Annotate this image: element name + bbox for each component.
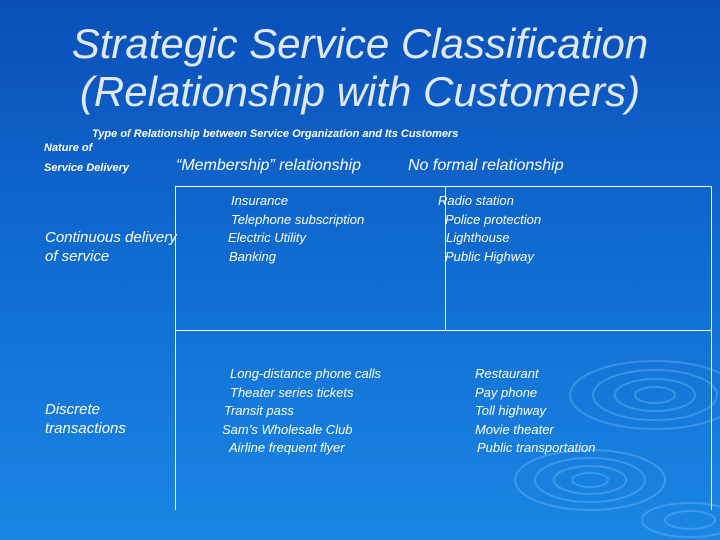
list-item: Banking [229, 248, 276, 264]
classification-grid [175, 186, 712, 510]
list-item: Radio station [438, 193, 514, 208]
grid-horizontal-divider [175, 330, 711, 331]
list-item: Airline frequent flyer [229, 440, 345, 455]
list-item: Sam’s Wholesale Club [222, 421, 353, 437]
cell-continuous-no-formal: Radio station Police protection Lighthou… [438, 192, 541, 266]
relationship-type-header: Type of Relationship between Service Org… [92, 128, 459, 140]
delivery-header-line-1: Nature of [44, 142, 93, 154]
cell-continuous-membership: Insurance Telephone subscription Electri… [228, 192, 364, 266]
list-item: Electric Utility [228, 230, 307, 245]
list-item: Public transportation [477, 440, 596, 455]
grid-vertical-divider [445, 186, 446, 330]
delivery-header-line-2: Service Delivery [44, 162, 130, 174]
list-item: Telephone subscription [231, 211, 365, 227]
list-item: Police protection [445, 211, 542, 227]
list-item: Restaurant [475, 366, 539, 381]
cell-discrete-membership: Long-distance phone calls Theater series… [222, 365, 381, 458]
row-header-discrete-line-2: transactions [45, 420, 126, 437]
list-item: Toll highway [475, 403, 547, 418]
row-header-continuous: Continuous delivery of service [45, 228, 177, 266]
title-line-2: (Relationship with Customers) [79, 68, 641, 115]
column-header-no-formal: No formal relationship [408, 157, 564, 174]
title-line-1: Strategic Service Classification [71, 20, 649, 67]
column-header-membership: “Membership” relationship [176, 157, 361, 174]
row-header-continuous-line-2: of service [45, 248, 110, 265]
list-item: Long-distance phone calls [230, 366, 382, 381]
list-item: Theater series tickets [230, 384, 354, 400]
row-header-discrete-line-1: Discrete [45, 401, 101, 418]
list-item: Pay phone [475, 384, 538, 400]
cell-discrete-no-formal: Restaurant Pay phone Toll highway Movie … [475, 365, 596, 458]
row-header-continuous-line-1: Continuous delivery [45, 229, 177, 246]
list-item: Movie theater [475, 421, 554, 437]
list-item: Public Highway [445, 248, 534, 264]
list-item: Transit pass [224, 403, 294, 418]
slide-title: Strategic Service Classification (Relati… [0, 20, 720, 116]
row-header-discrete: Discrete transactions [45, 400, 126, 438]
list-item: Insurance [231, 193, 289, 208]
list-item: Lighthouse [446, 230, 510, 245]
